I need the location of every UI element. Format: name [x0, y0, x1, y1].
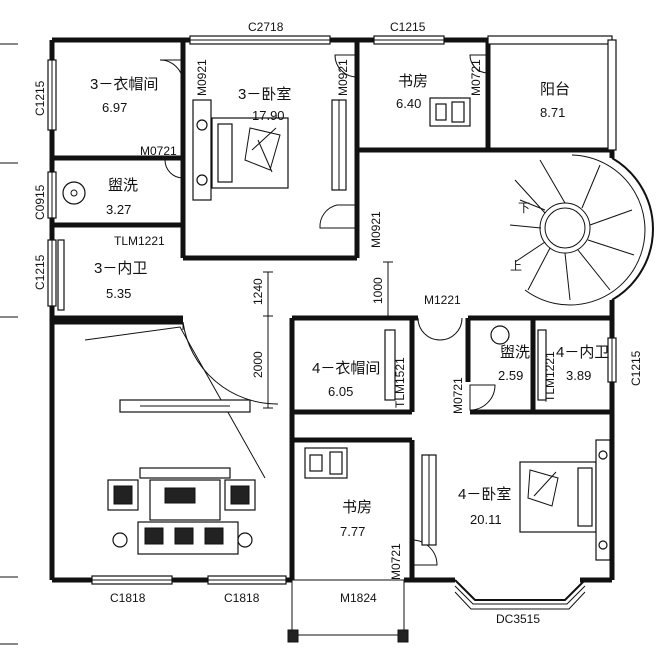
door-m0721-mid [469, 384, 496, 411]
dimension-2000: 2000 [251, 351, 265, 378]
door-m0921-b [334, 54, 358, 78]
stair-down-label: 下 [518, 201, 530, 215]
door-m0921-mid [319, 204, 357, 229]
label-c1818-a: C1818 [110, 591, 146, 605]
study-bottom-area: 7.77 [340, 524, 365, 539]
balcony-name: 阳台 [540, 81, 570, 98]
label-m0721-mid: M0721 [451, 377, 465, 414]
label-c1215-top: C1215 [390, 20, 426, 34]
bath3-name: 3－内卫 [94, 260, 147, 277]
balcony-area: 8.71 [540, 105, 565, 120]
living-sofa-back [139, 467, 231, 479]
door-m0721-top [469, 54, 489, 74]
wash-right-area: 2.59 [498, 368, 523, 383]
bath3-area: 5.35 [106, 286, 131, 301]
label-tlm1221-right: TLM1221 [543, 351, 557, 402]
bed3-area: 17.90 [252, 108, 285, 123]
wash-left-area: 3.27 [106, 202, 131, 217]
void-line [84, 326, 266, 479]
axis-ticks [0, 43, 18, 645]
bed4-wardrobe [595, 439, 611, 561]
label-tlm1221-left: TLM1221 [114, 234, 165, 248]
bath4-name: 4－内卫 [556, 344, 609, 361]
door-m0921-a [159, 59, 184, 84]
cloak4-name: 4－衣帽间 [312, 360, 380, 377]
study-bottom-name: 书房 [342, 499, 372, 516]
label-c1215-right: C1215 [629, 350, 643, 386]
cloak3-name: 3－衣帽间 [90, 76, 158, 93]
label-c1818-b: C1818 [224, 591, 260, 605]
balcony-rail-right [607, 39, 617, 151]
label-c0915: C0915 [33, 184, 47, 220]
door-m0721-bottom [411, 539, 438, 566]
label-m0721-left: M0721 [140, 144, 177, 158]
furniture [57, 97, 611, 561]
bed4-area: 20.11 [470, 512, 502, 527]
label-m0721-bottom: M0721 [389, 543, 403, 580]
study-top-area: 6.40 [396, 96, 421, 111]
living-sofa-right [224, 479, 256, 511]
label-m0921-a: M0921 [195, 59, 209, 96]
wash-left-sink [62, 181, 86, 205]
windows [47, 35, 617, 585]
room-labels: 3－衣帽间 6.97 3－卧室 17.90 书房 6.40 阳台 8.71 盥洗… [90, 73, 609, 539]
door-m1221 [417, 317, 463, 341]
label-m0921-mid: M0921 [369, 211, 383, 248]
dimension-1240: 1240 [251, 278, 265, 305]
dimension-1000: 1000 [371, 277, 385, 304]
door-m0721-left [164, 159, 184, 179]
wash-left-name: 盥洗 [108, 177, 138, 194]
bed4-name: 4－卧室 [458, 486, 511, 503]
bed3-name: 3－卧室 [238, 86, 291, 103]
label-dc3515: DC3515 [496, 612, 540, 626]
label-m0921-b: M0921 [336, 59, 350, 96]
balcony-rail-top [487, 35, 613, 45]
entry-m1824 [291, 579, 405, 636]
label-m1824: M1824 [340, 591, 377, 605]
wash-right-name: 盥洗 [500, 344, 530, 361]
label-c1215-left2: C1215 [33, 254, 47, 290]
interior-walls [52, 40, 612, 580]
label-c2718: C2718 [248, 20, 284, 34]
label-c1215-left1: C1215 [33, 80, 47, 116]
cloak3-area: 6.97 [102, 100, 127, 115]
dimension-lines [263, 261, 393, 409]
label-tlm1521: TLM1521 [393, 357, 407, 408]
study-top-name: 书房 [398, 73, 428, 90]
label-m1221: M1221 [424, 293, 461, 307]
spiral-stair [509, 154, 654, 306]
bath4-area: 3.89 [566, 368, 591, 383]
wash-right-sink [490, 325, 510, 345]
stair-up-label: 上 [510, 259, 522, 273]
cloak4-area: 6.05 [328, 384, 353, 399]
label-m0721-top: M0721 [469, 59, 483, 96]
code-labels: C2718 C1215 M0921 M0921 M0721 C1215 M072… [33, 20, 643, 626]
